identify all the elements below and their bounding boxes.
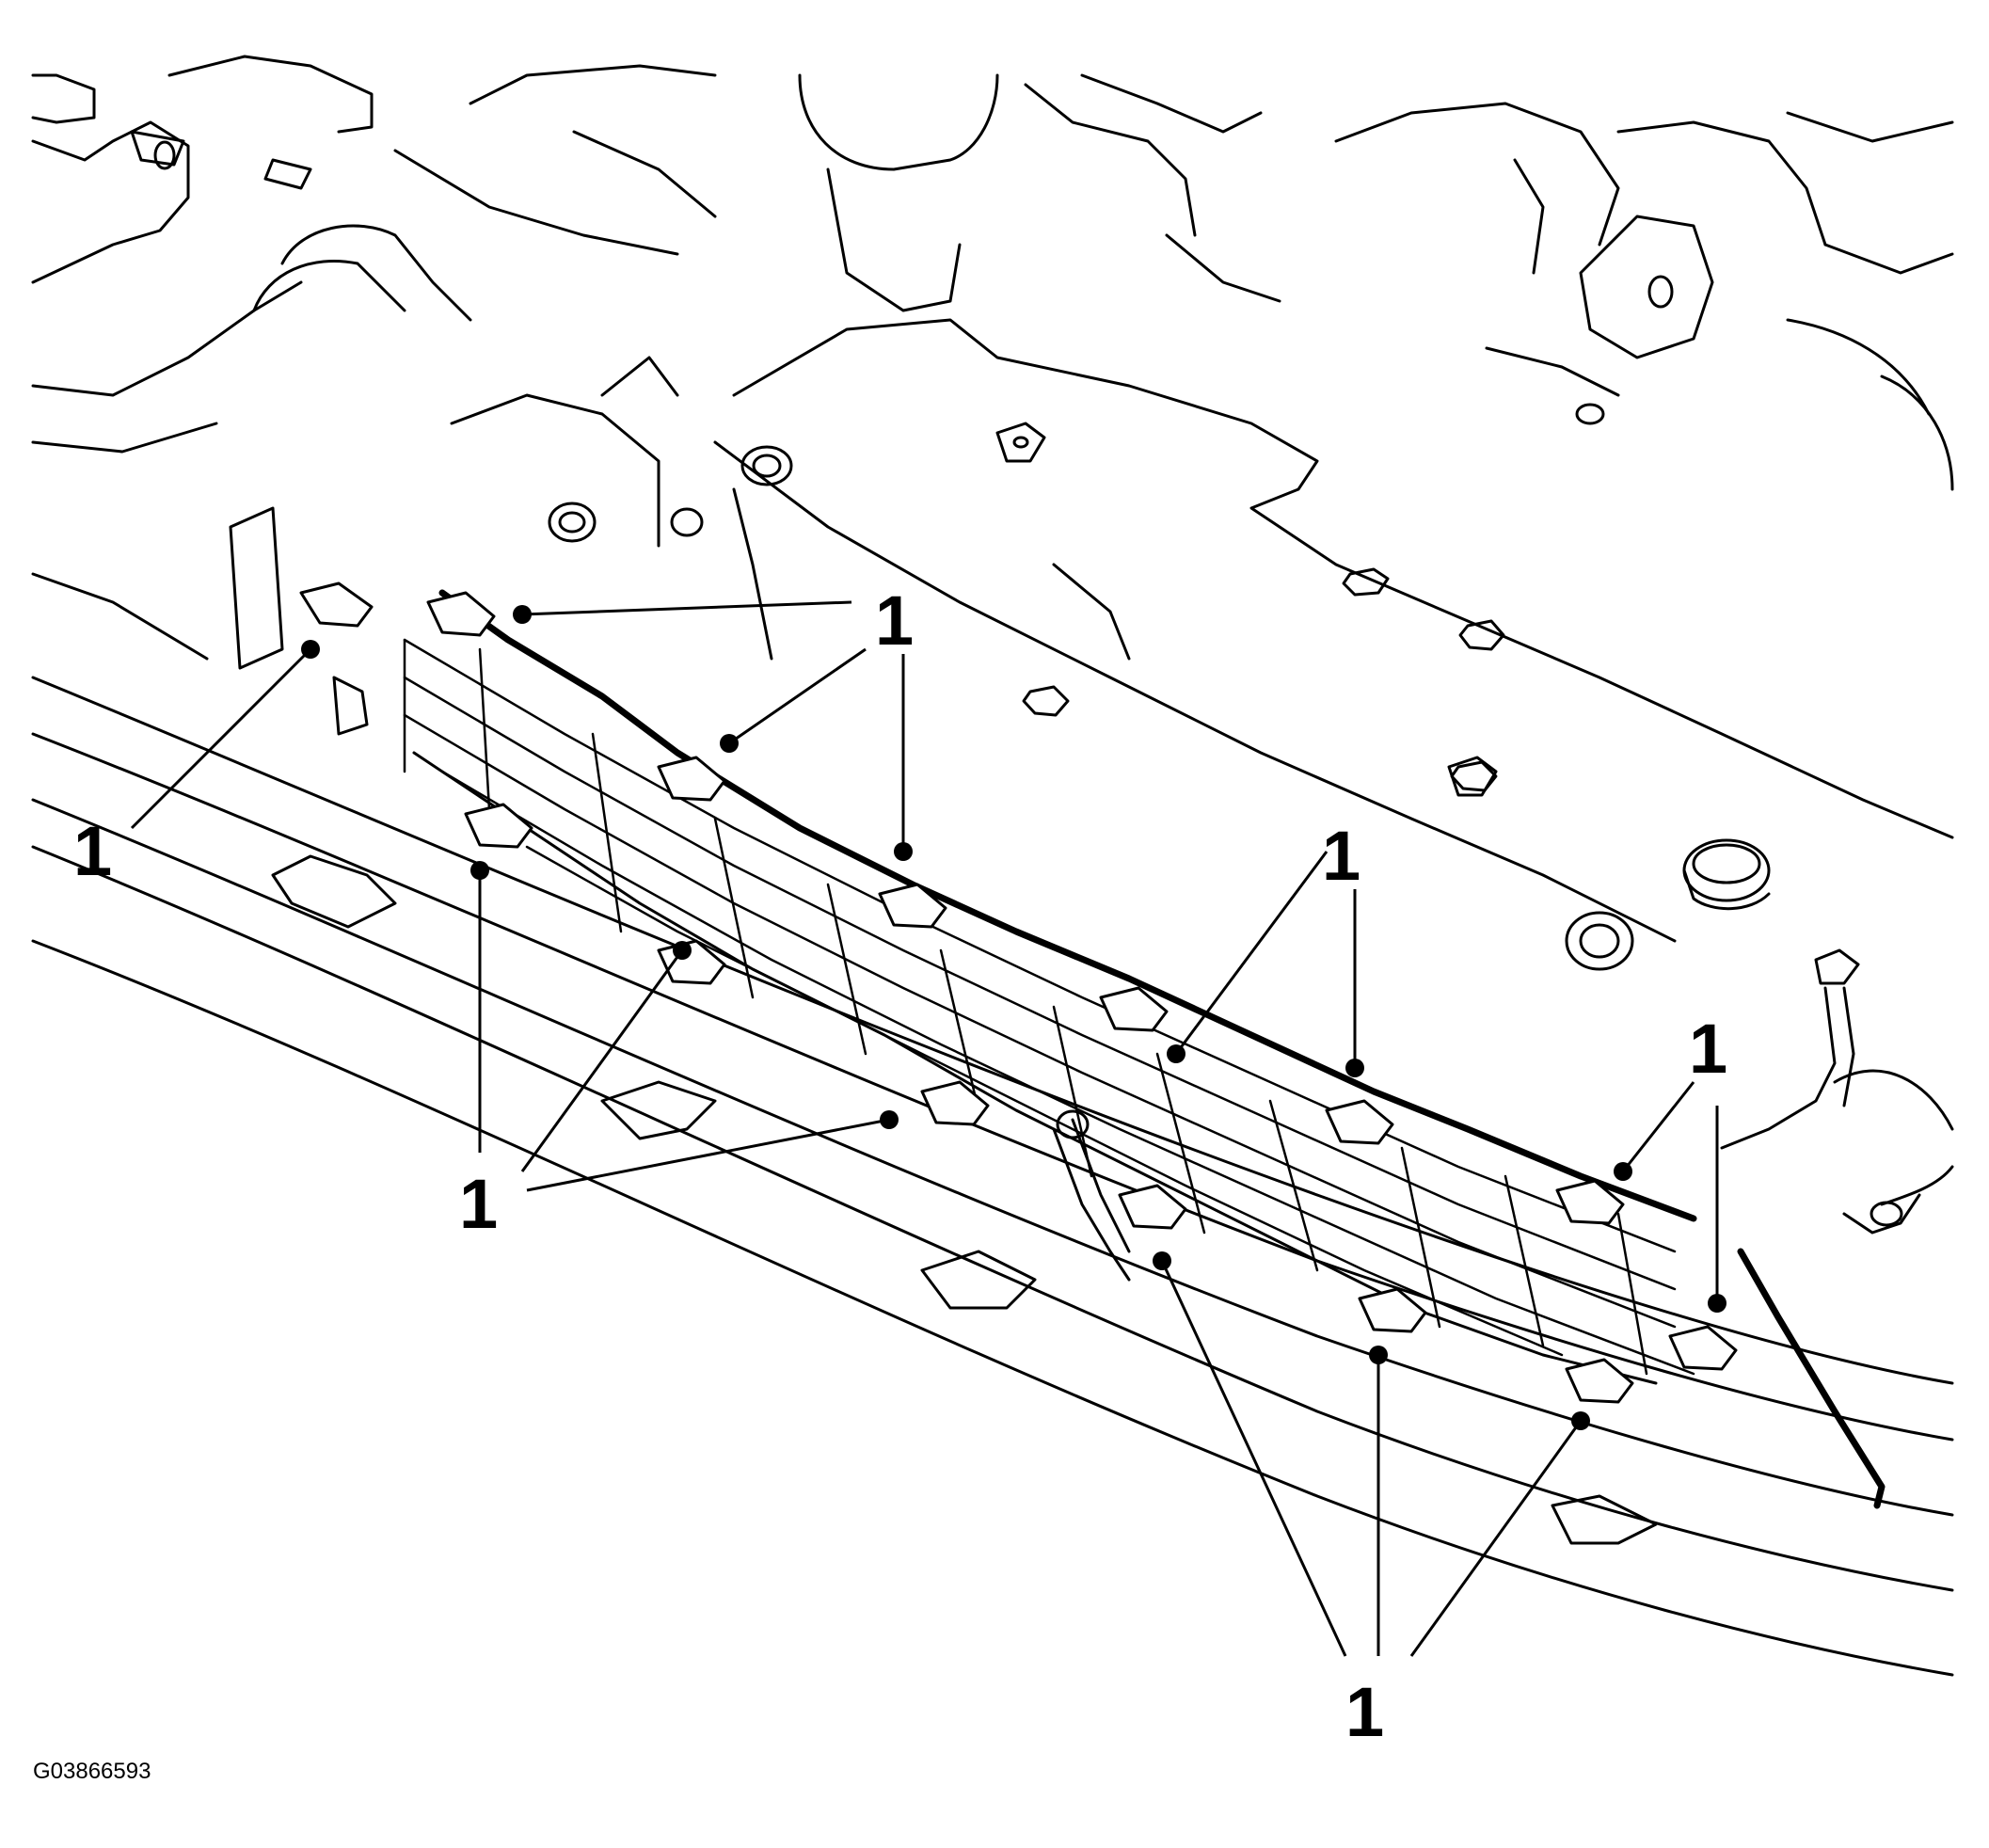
bumper-fascia	[31, 676, 1954, 1677]
callout-dot	[1571, 1411, 1590, 1430]
callout-label: 1	[1322, 817, 1360, 895]
callout-dot	[1153, 1251, 1171, 1270]
callout-label: 1	[1345, 1673, 1384, 1751]
callout-dot	[1369, 1346, 1388, 1364]
callout-dot	[513, 605, 532, 624]
callout-dot	[880, 1110, 899, 1129]
callout-label: 1	[1689, 1010, 1727, 1088]
engine-bay-linework	[31, 55, 1954, 1235]
callout-label: 1	[875, 581, 914, 660]
callout-dot	[1345, 1059, 1364, 1077]
callout-dot	[894, 842, 913, 861]
callout-dot	[301, 640, 320, 659]
callout-dot	[673, 941, 692, 960]
callout-dot	[1167, 1044, 1185, 1063]
callout-labels: 1 1 1 1 1 1	[73, 581, 1727, 1751]
grille-assembly	[229, 506, 1886, 1509]
callout-dot	[470, 861, 489, 880]
callout-dot	[1614, 1162, 1632, 1181]
callout-dot	[1708, 1294, 1726, 1313]
callout-label: 1	[73, 812, 112, 890]
callout-label: 1	[459, 1165, 498, 1243]
callout-leaders	[130, 600, 1726, 1657]
figure-id: G03866593	[33, 1759, 151, 1784]
callout-dot	[720, 734, 739, 753]
